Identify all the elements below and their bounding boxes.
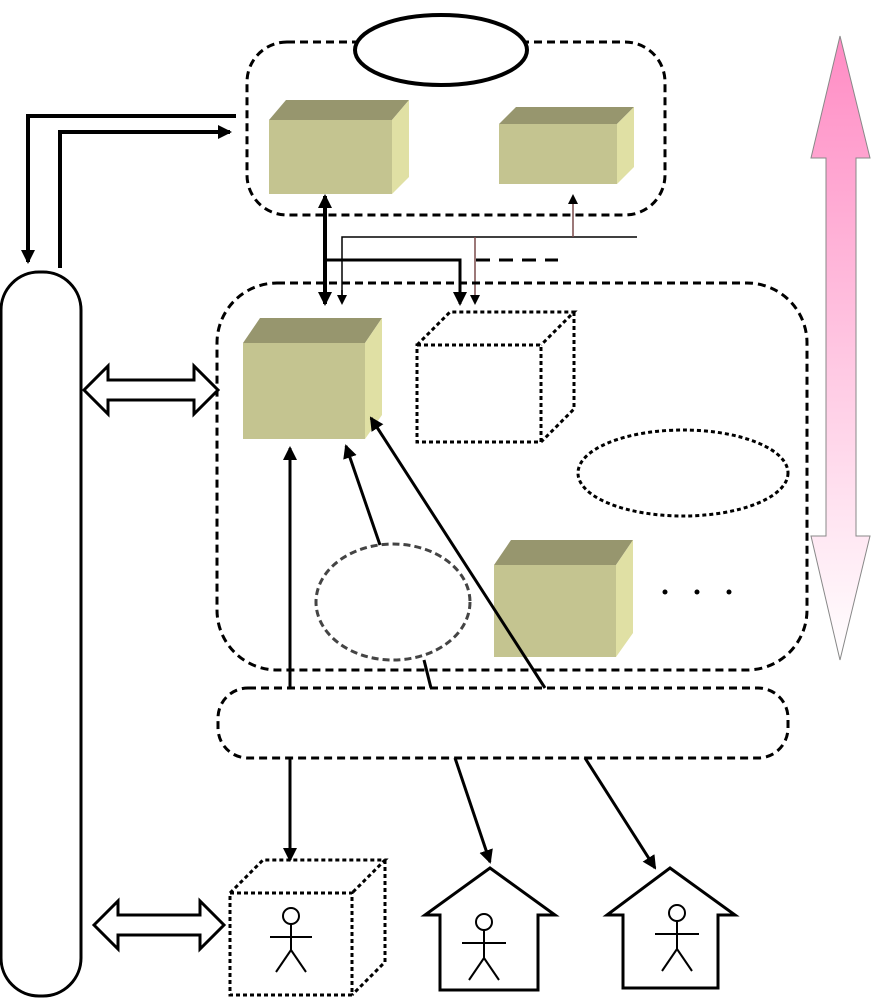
middle-dotted-ellipse	[576, 428, 790, 518]
person-icon	[655, 904, 699, 972]
middle-box-wireframe	[415, 310, 578, 444]
house-user3	[602, 866, 740, 990]
top-ellipse	[353, 13, 529, 87]
arrow-bus-diagonal-to-main	[369, 416, 547, 689]
middle-group-container	[215, 281, 809, 672]
middle-dashed-ellipse	[314, 542, 472, 662]
double-arrow-pill-middle	[81, 362, 221, 418]
middle-box-main	[243, 318, 382, 439]
top-box-left	[269, 100, 409, 194]
user-cube	[228, 858, 389, 997]
continuation-dots	[662, 589, 732, 595]
person-icon	[270, 907, 312, 973]
top-box-right	[499, 107, 634, 184]
left-vertical-pill	[0, 270, 83, 998]
connector-thin	[341, 236, 637, 302]
arrow-ellipse-to-main	[343, 444, 382, 546]
double-arrow-pill-bottom	[91, 897, 227, 953]
bus-container	[216, 686, 790, 760]
middle-box-secondary	[494, 540, 633, 657]
arrow-bus-to-user2	[453, 757, 493, 864]
pink-vertical-double-arrow	[810, 35, 871, 661]
feedback-arrow-down	[21, 114, 236, 264]
arrow-bus-to-user3	[583, 757, 657, 870]
connector-thick	[325, 258, 467, 306]
house-user2	[420, 866, 560, 992]
line-ellipse-to-bus	[422, 659, 433, 689]
person-icon	[462, 913, 506, 981]
feedback-arrow-up	[58, 125, 232, 268]
